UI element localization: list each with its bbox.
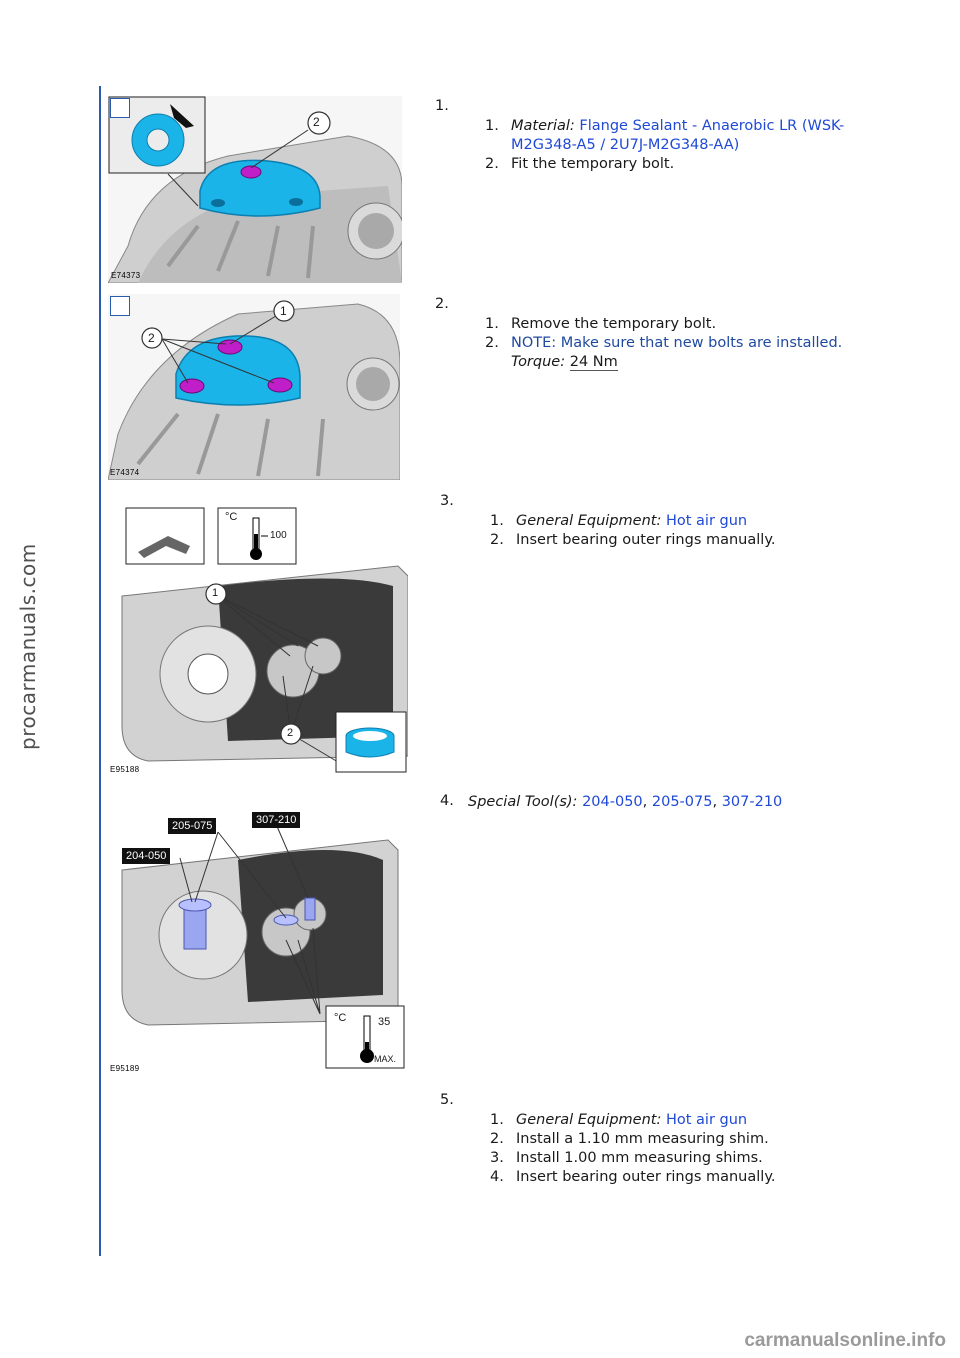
callout-2: 2 — [287, 727, 294, 739]
tool-link-204-050[interactable]: 204-050 — [582, 794, 643, 810]
step-number: 5. — [440, 1092, 454, 1108]
temperature-unit: °C — [334, 1012, 347, 1024]
callout-1: 1 — [212, 587, 219, 599]
figure-step-1[interactable]: 2 E74373 — [108, 96, 402, 283]
temperature-value: 35 — [378, 1016, 391, 1028]
step-number: 2. — [435, 296, 449, 312]
step-3-item-2: 2.Insert bearing outer rings manually. — [490, 532, 776, 548]
hot-air-gun-link[interactable]: Hot air gun — [665, 513, 748, 529]
material-link[interactable]: Flange Sealant - Anaerobic LR (WSK- — [579, 118, 845, 134]
tool-link-205-075[interactable]: 205-075 — [651, 794, 713, 810]
material-label: Material: — [511, 118, 575, 134]
material-link-cont[interactable]: M2G348-A5 / 2U7J-M2G348-AA) — [511, 137, 740, 153]
tool-tag-205-075: 205-075 — [168, 818, 217, 834]
step-5-item-4: 4.Insert bearing outer rings manually. — [490, 1169, 776, 1185]
step-1-item-1: 1.Material: Flange Sealant - Anaerobic L… — [485, 118, 845, 134]
hot-air-gun-link[interactable]: Hot air gun — [665, 1112, 748, 1128]
step-number: 4. — [440, 793, 454, 809]
step-5-item-2: 2.Install a 1.10 mm measuring shim. — [490, 1131, 769, 1147]
figure-id: E74374 — [110, 468, 140, 477]
temperature-max: MAX. — [374, 1054, 397, 1064]
figure-id: E95188 — [110, 765, 140, 774]
sidebar-watermark: procarmanuals.com — [16, 543, 40, 750]
temperature-value: 100 — [270, 530, 287, 541]
callout-1: 1 — [280, 304, 287, 318]
temperature-unit: °C — [225, 511, 238, 523]
figure-step-2[interactable]: 1 2 E74374 — [108, 294, 400, 480]
special-tools: Special Tool(s): 204-050, 205-075, 307-2… — [468, 794, 783, 810]
step-5-item-3: 3.Install 1.00 mm measuring shims. — [490, 1150, 763, 1166]
step-5-item-1: 1.General Equipment: Hot air gun — [490, 1112, 748, 1128]
step-2-item-2: 2.NOTE: Make sure that new bolts are ins… — [485, 335, 843, 351]
footer-watermark: carmanualsonline.info — [744, 1330, 946, 1351]
callout-2: 2 — [148, 331, 155, 345]
callout-2: 2 — [313, 115, 320, 129]
figure-step-4[interactable]: 205-075 307-210 204-050 °C 35 MAX. E9518… — [108, 810, 408, 1076]
tool-tag-204-050: 204-050 — [122, 848, 171, 864]
figure-id: E74373 — [111, 271, 141, 280]
torque-spec: Torque: 24 Nm — [511, 354, 618, 371]
figure-step-3[interactable]: °C 100 1 2 E95188 — [108, 506, 408, 776]
step-3-item-1: 1.General Equipment: Hot air gun — [490, 513, 748, 529]
torque-value: 24 Nm — [569, 354, 618, 371]
figure-id: E95189 — [110, 1064, 140, 1073]
zoom-icon[interactable] — [110, 296, 130, 316]
tool-tag-307-210: 307-210 — [252, 812, 301, 828]
step-number: 3. — [440, 493, 454, 509]
step-number: 1. — [435, 98, 449, 114]
tool-link-307-210[interactable]: 307-210 — [721, 794, 783, 810]
left-margin-rule — [99, 86, 101, 1256]
zoom-icon[interactable] — [110, 98, 130, 118]
step-2-item-1: 1.Remove the temporary bolt. — [485, 316, 717, 332]
note-text: NOTE: Make sure that new bolts are insta… — [511, 335, 843, 351]
step-1-item-2: 2.Fit the temporary bolt. — [485, 156, 675, 172]
